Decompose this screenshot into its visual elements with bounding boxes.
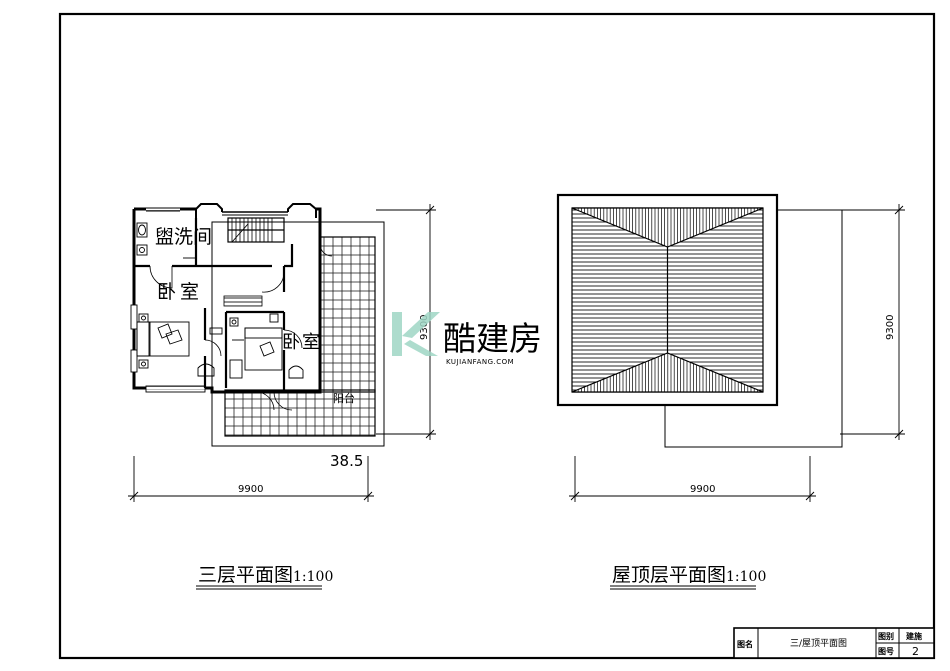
roof-plan: 9300 9900 屋顶层平面图1:100: [556, 193, 905, 590]
dimension-height-right: [840, 204, 905, 440]
bay-window-left: [195, 203, 223, 218]
balcony-grid-bottom: [224, 389, 376, 437]
corridor-storage: [223, 295, 263, 307]
watermark-brand: 酷建房: [443, 319, 542, 358]
bed-small: [229, 313, 283, 379]
sanitary-fixtures: [197, 327, 304, 379]
title-block-number: 2: [912, 645, 919, 658]
watermark: 酷建房 KUJIANFANG.COM: [392, 312, 542, 366]
title-block-drawing-name: 三/屋顶平面图: [790, 638, 847, 649]
room-label-bedroom-main: 卧室: [157, 281, 203, 303]
title-block-category: 建施: [905, 631, 922, 641]
title-block-label-name: 图名: [737, 639, 753, 649]
third-floor-plan: 盥洗间 卧室 卧室 阳台 9300 9900 38.5 三层平面图1:100: [128, 203, 436, 590]
dimension-height-left: [376, 204, 436, 440]
sheet-border: [58, 12, 936, 660]
dim-width-right: 9900: [690, 484, 715, 495]
room-label-bedroom-small: 卧室: [282, 332, 322, 353]
dim-width-left: 9900: [238, 484, 263, 495]
title-block-label-category: 图别: [878, 632, 894, 641]
dimension-width-right: [569, 456, 816, 502]
dim-height-right: 9300: [885, 315, 896, 340]
plan-title-left: 三层平面图1:100: [198, 564, 333, 586]
bed-main: [136, 313, 190, 369]
door-swings: [149, 243, 333, 411]
title-block: 图名 三/屋顶平面图 图别 建施 图号 2: [733, 627, 935, 659]
room-label-washroom: 盥洗间: [155, 226, 212, 248]
dim-height-left: 9300: [419, 315, 430, 340]
staircase: [227, 217, 285, 243]
balcony-grid-right: [319, 236, 376, 393]
washroom-fixtures: [136, 222, 196, 259]
plan-title-right: 屋顶层平面图1:100: [612, 564, 766, 586]
watermark-logo-icon: [392, 312, 440, 356]
window-left-upper: [130, 304, 138, 330]
dim-extra-left: 38.5: [330, 452, 363, 470]
roof-hips: [571, 207, 764, 393]
window-bottom: [145, 385, 206, 393]
window-left-lower: [130, 349, 138, 373]
bay-window-right: [287, 203, 317, 218]
watermark-url: KUJIANFANG.COM: [446, 358, 514, 366]
dimension-width-left: [128, 456, 374, 502]
room-label-balcony: 阳台: [333, 391, 355, 405]
title-block-label-number: 图号: [878, 647, 894, 656]
